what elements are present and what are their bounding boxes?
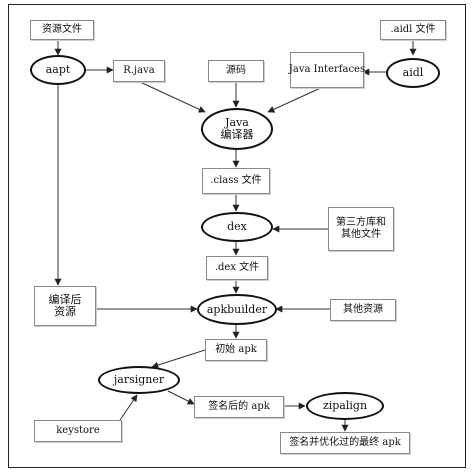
- node-apkbuilder: apkbuilder: [197, 294, 277, 325]
- node-zipalign: zipalign: [306, 392, 384, 420]
- node-aidl: aidl: [386, 58, 440, 88]
- node-initial-apk: 初始 apk: [205, 339, 267, 361]
- node-class-files: .class 文件: [202, 168, 270, 194]
- node-java-interfaces: Java Interfaces: [289, 52, 365, 88]
- node-other-resources: 其他资源: [330, 299, 396, 321]
- node-resource-files: 资源文件: [30, 20, 94, 40]
- node-compiled-resources: 编译后 资源: [34, 286, 96, 326]
- node-r-java: R.java: [113, 60, 165, 82]
- node-dex: dex: [201, 212, 273, 242]
- node-signed-apk: 签名后的 apk: [194, 396, 284, 418]
- edge-keystore-to-jarsigner: [119, 394, 138, 421]
- node-source-code: 源码: [208, 60, 264, 82]
- node-third-party: 第三方库和 其他文件: [328, 207, 394, 251]
- node-keystore: keystore: [34, 420, 122, 442]
- edge-java-interfaces-to-compiler: [267, 85, 326, 113]
- node-aidl-file: .aidl 文件: [380, 20, 446, 40]
- node-aapt: aapt: [30, 55, 86, 85]
- node-dex-files: .dex 文件: [206, 256, 268, 280]
- node-jarsigner: jarsigner: [98, 366, 180, 394]
- edge-jarsigner-to-signed-apk: [167, 390, 195, 405]
- edge-initial-apk-to-jarsigner: [151, 349, 206, 369]
- node-java-compiler: Java 编译器: [201, 108, 273, 150]
- node-final-apk: 签名并优化过的最终 apk: [280, 432, 410, 454]
- edge-rjava-to-compiler: [139, 81, 206, 113]
- diagram-frame: [8, 4, 466, 468]
